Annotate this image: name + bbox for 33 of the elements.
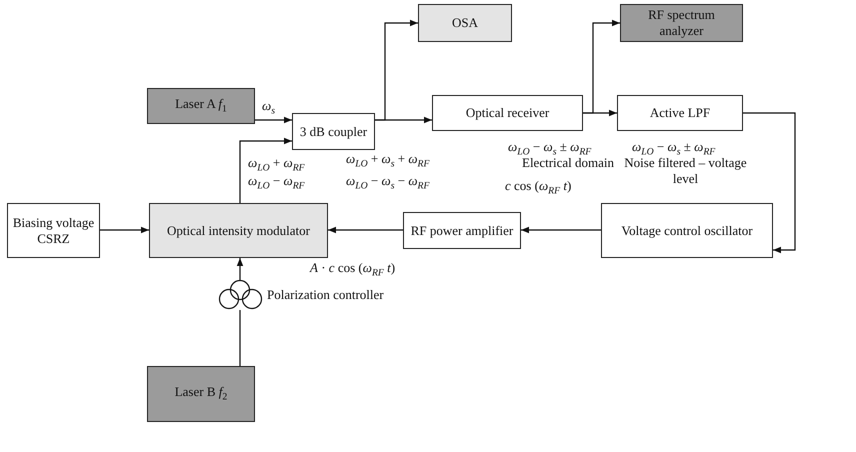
frequency-label: ω$_{LO}$ − ω$_{s}$ ± ω$_{RF}$ <box>632 139 716 158</box>
filter-note: Noise filtered – voltage level <box>623 155 748 186</box>
oscillator-box: Voltage control oscillator <box>601 203 773 258</box>
signal-label: ω$_{s}$ <box>262 98 275 118</box>
domain-note: Electrical domain <box>522 155 614 171</box>
frequency-label: ω$_{LO}$ + ω$_{RF}$ <box>248 155 305 174</box>
signal-label: c cos (ω$_{RF}$ t) <box>505 178 572 198</box>
filter-box: Active LPF <box>617 95 743 131</box>
analyzer-box: RF spectrum analyzer <box>620 4 743 42</box>
arrow <box>375 116 432 124</box>
laser-box: Laser B f$_{2}$ <box>147 366 255 422</box>
arrow <box>521 226 601 234</box>
frequency-label: ω$_{LO}$ − ω$_{s}$ ± ω$_{RF}$ <box>508 139 592 158</box>
analyzer-box: OSA <box>418 4 512 42</box>
laser-box: Laser A f$_{1}$ <box>147 88 255 124</box>
amplifier-box: RF power amplifier <box>403 212 521 249</box>
polarization-controller-icon <box>218 280 263 310</box>
frequency-label: ω$_{LO}$ − ω$_{RF}$ <box>248 173 305 192</box>
component-label: Polarization controller <box>267 287 384 303</box>
arrow <box>743 112 796 254</box>
modulator-box: Optical intensity modulator <box>149 203 328 258</box>
arrow <box>255 116 292 124</box>
coupler-box: 3 dB coupler <box>292 113 375 150</box>
arrow <box>236 258 244 280</box>
voltage-source-box: Biasing voltage CSRZ <box>7 203 100 258</box>
signal-label: A · c cos (ω$_{RF}$ t) <box>310 260 396 280</box>
frequency-label: ω$_{LO}$ − ω$_{s}$ − ω$_{RF}$ <box>346 173 430 192</box>
arrow <box>328 226 403 234</box>
arrow <box>583 110 617 116</box>
arrow <box>239 138 292 203</box>
frequency-label: ω$_{LO}$ + ω$_{s}$ + ω$_{RF}$ <box>346 151 430 170</box>
arrow <box>100 226 149 234</box>
receiver-box: Optical receiver <box>432 95 583 131</box>
